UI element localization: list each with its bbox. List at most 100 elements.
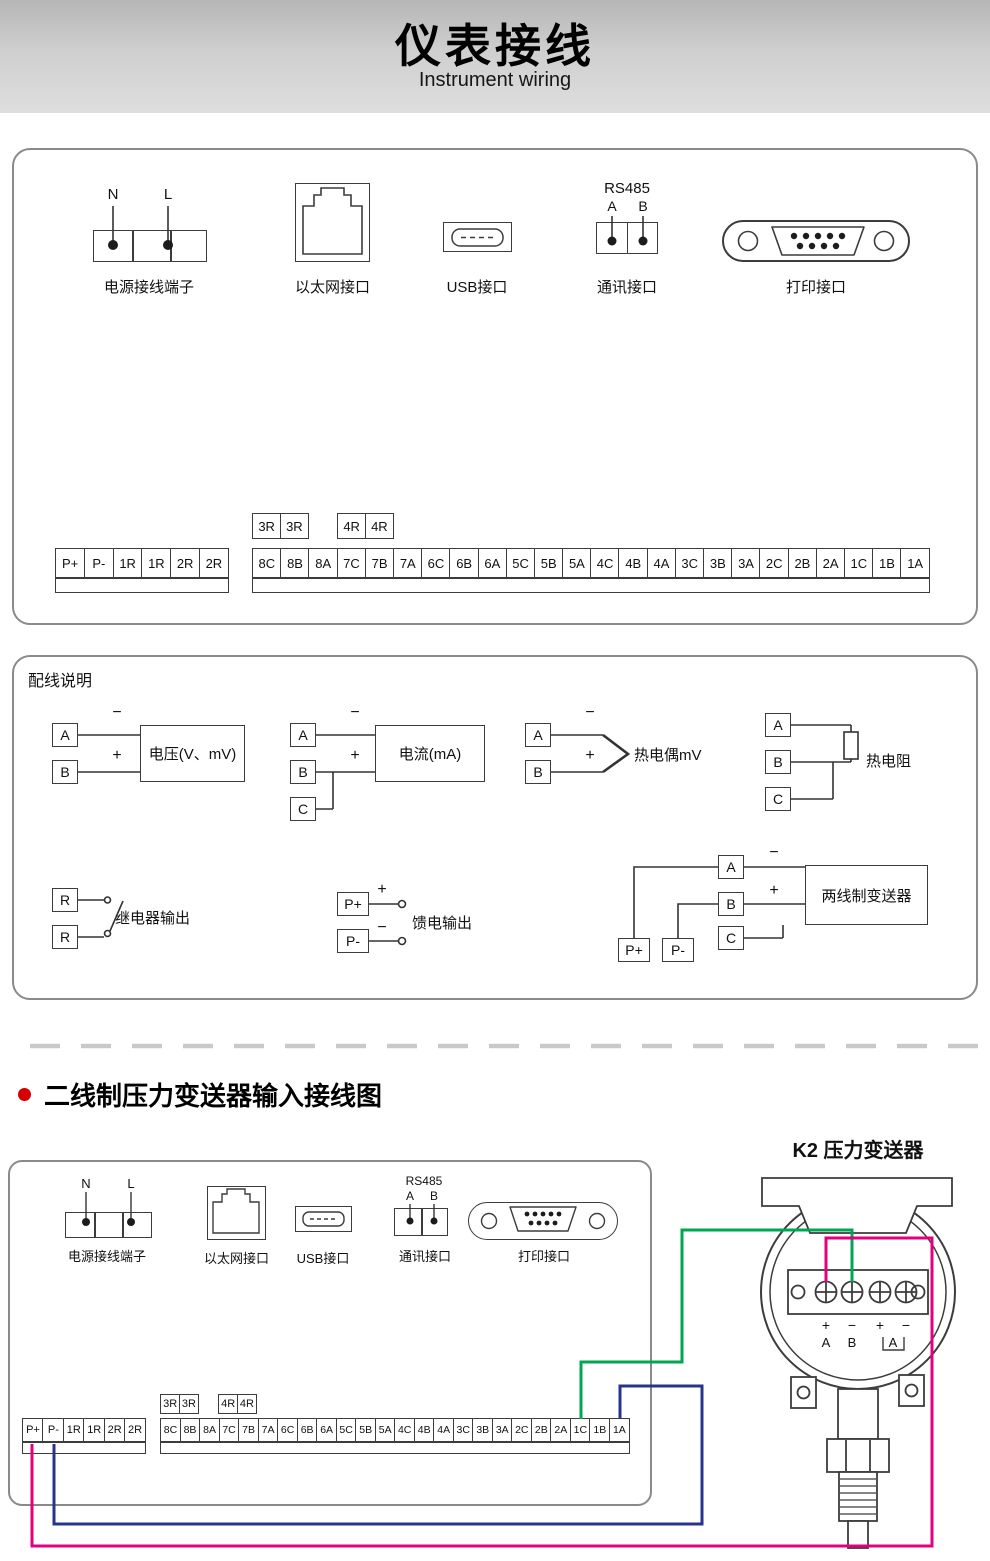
twowire-terminal-c: C <box>718 926 744 950</box>
feed-label: 馈电输出 <box>412 915 473 932</box>
terminal-cell: 4R <box>236 1394 257 1414</box>
ethernet-port-label-small: 以太网接口 <box>203 1251 269 1266</box>
terminal-cell: 8B <box>280 548 310 578</box>
current-terminal-c: C <box>290 797 316 821</box>
thermocouple-minus-sign: − <box>585 704 595 721</box>
comm-pin-b-small: B <box>429 1189 438 1203</box>
terminal-cell: 3A <box>491 1418 513 1442</box>
current-terminal-b: B <box>290 760 316 784</box>
terminal-cell: P+ <box>22 1418 44 1442</box>
terminal-cell: 1R <box>62 1418 85 1442</box>
power-terminal-block-small <box>65 1212 152 1238</box>
terminal-cell: 3R <box>160 1394 181 1414</box>
power-terminal-block <box>93 230 207 262</box>
terminal-cell: 4B <box>413 1418 435 1442</box>
terminal-cell: 2R <box>124 1418 147 1442</box>
transmitter-polarity-4: − <box>901 1317 911 1333</box>
terminal-cell: P- <box>83 548 114 578</box>
terminal-cell: 4R <box>337 513 367 539</box>
terminal-cell: 2C <box>511 1418 533 1442</box>
twowire-terminal-b: B <box>718 892 744 916</box>
divider <box>132 231 134 261</box>
terminal-cell: 3R <box>252 513 282 539</box>
printer-port-outline-small <box>468 1202 618 1240</box>
page-title: 仪表接线 <box>395 19 595 72</box>
twowire-terminal-pminus: P- <box>662 938 694 962</box>
terminal-cell: 2A <box>550 1418 572 1442</box>
comm-pin-a: A <box>607 198 617 214</box>
power-terminal-label: 电源接线端子 <box>103 279 194 296</box>
header: 仪表接线 Instrument wiring <box>0 0 990 113</box>
power-pin-n-small: N <box>81 1176 91 1191</box>
voltage-minus-sign: − <box>112 704 122 721</box>
terminal-cell: 2R <box>198 548 229 578</box>
terminal-cell: P- <box>42 1418 65 1442</box>
transmitter-polarity-2: − <box>847 1317 857 1333</box>
terminal-cell: 2R <box>103 1418 126 1442</box>
terminal-cell: 1A <box>900 548 930 578</box>
terminal-cell: 6A <box>477 548 508 578</box>
usb-port-outline <box>443 222 512 252</box>
transmitter-terminal-block <box>787 1269 929 1315</box>
terminal-cell: 7A <box>257 1418 279 1442</box>
thermocouple-terminal-b: B <box>525 760 551 784</box>
power-pin-l: L <box>163 186 173 203</box>
terminal-cell: 7C <box>336 548 367 578</box>
terminal-cell: 5B <box>533 548 564 578</box>
terminal-cell: 2B <box>530 1418 552 1442</box>
transmitter-terminal-a1: A <box>821 1335 831 1350</box>
terminal-cell: 6C <box>277 1418 299 1442</box>
terminal-cell: 8B <box>179 1418 201 1442</box>
terminal-cell: 1A <box>608 1418 630 1442</box>
usb-port-label: USB接口 <box>446 279 508 296</box>
divider <box>94 1213 96 1237</box>
terminal-cell: 3A <box>731 548 761 578</box>
ethernet-port-outline <box>295 183 370 262</box>
terminal-cell: 2C <box>759 548 790 578</box>
comm-terminal-block-small <box>394 1208 448 1236</box>
thermocouple-terminal-a: A <box>525 723 551 747</box>
current-minus-sign: − <box>350 704 360 721</box>
rtd-label: 热电阻 <box>866 753 912 770</box>
terminal-cell: 2B <box>787 548 818 578</box>
terminal-cell: 6A <box>316 1418 338 1442</box>
section2-title: 二线制压力变送器输入接线图 <box>44 1081 383 1111</box>
terminal-cell: 2A <box>815 548 846 578</box>
transmitter-terminal-a2: A <box>888 1335 898 1350</box>
terminal-cell: 1B <box>872 548 902 578</box>
transmitter-terminal-b: B <box>847 1335 857 1350</box>
pressure-transmitter-figure <box>760 1177 956 1549</box>
terminal-cell: 1R <box>141 548 172 578</box>
power-terminal-label-small: 电源接线端子 <box>67 1249 146 1264</box>
divider <box>421 1209 423 1235</box>
divider <box>626 223 628 253</box>
terminal-cell: 3C <box>674 548 705 578</box>
transmitter-tip <box>847 1520 869 1549</box>
terminal-cell: 3B <box>703 548 733 578</box>
printer-port-label-small: 打印接口 <box>517 1249 570 1264</box>
comm-pin-b: B <box>638 198 648 214</box>
terminal-cell: 4A <box>433 1418 455 1442</box>
transmitter-hex-nut <box>826 1438 890 1473</box>
wiring-notes-title: 配线说明 <box>28 673 93 690</box>
comm-port-label-small: 通讯接口 <box>398 1249 451 1264</box>
comm-protocol-label: RS485 <box>604 180 650 197</box>
printer-port-outline <box>722 220 910 262</box>
terminal-cell: 3R <box>279 513 309 539</box>
terminal-cell: 5A <box>374 1418 396 1442</box>
terminal-cell: 1C <box>569 1418 591 1442</box>
bullet-icon <box>18 1088 31 1101</box>
terminal-cell: 4A <box>646 548 677 578</box>
terminal-cell: 1R <box>83 1418 106 1442</box>
strip-left-base <box>55 578 229 593</box>
current-terminal-a: A <box>290 723 316 747</box>
relay-terminal-r1: R <box>52 888 78 912</box>
thermocouple-plus-sign: + <box>585 747 595 764</box>
terminal-cell: 7B <box>364 548 395 578</box>
strip-main-base <box>252 578 930 593</box>
